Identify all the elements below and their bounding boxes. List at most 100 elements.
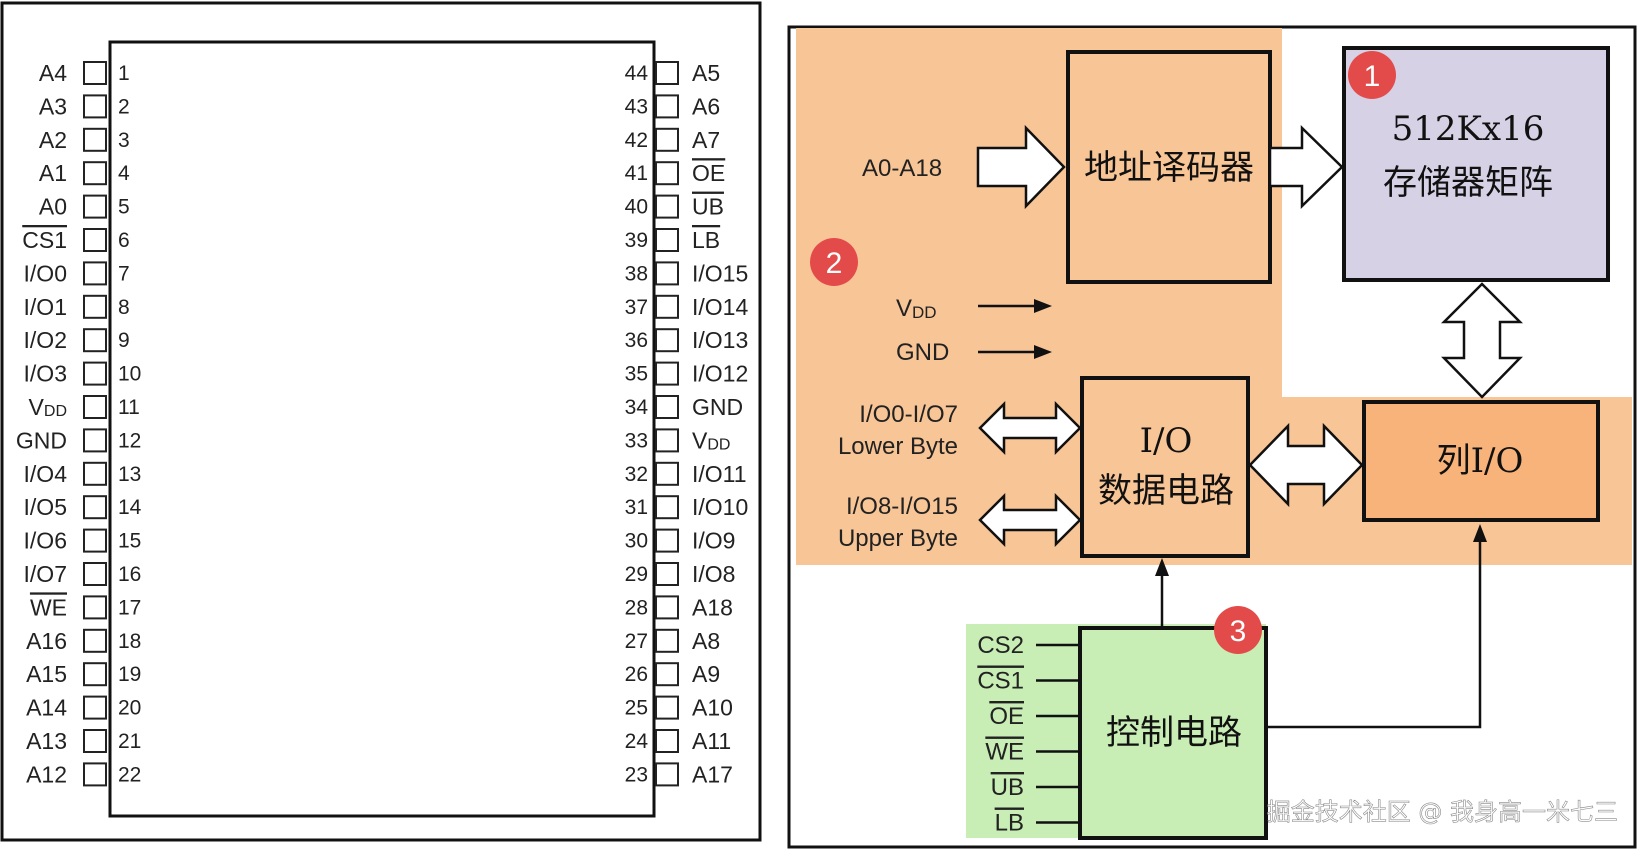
pin-pad-16 <box>83 562 107 586</box>
pin-pad-20 <box>83 695 107 720</box>
pin-pad-6 <box>83 228 107 252</box>
pin-name-sub: DD <box>707 436 730 453</box>
pin-name-24: A11 <box>692 728 731 754</box>
pin-pad-2 <box>83 94 107 119</box>
pin-name-39: LB <box>692 227 720 253</box>
memory-array-size: 512Kx16 <box>1392 109 1545 149</box>
pin-number-3: 3 <box>118 129 130 152</box>
address-input-label: A0-A18 <box>862 155 942 182</box>
memory-column-io-arrow <box>1440 282 1524 399</box>
control-signal-label: CS2 <box>977 632 1024 659</box>
pin-name-3: A2 <box>39 127 67 153</box>
pin-pad-22 <box>83 762 107 787</box>
pin-number-37: 37 <box>625 296 648 319</box>
pin-name-42: A7 <box>692 127 720 153</box>
pin-pad-14 <box>83 495 107 520</box>
control-to-io-arrow-head <box>1155 558 1169 576</box>
column-io-block <box>1362 400 1600 522</box>
pin-number-21: 21 <box>118 730 141 753</box>
pin-pad-24 <box>655 729 679 753</box>
address-decoder-block <box>1066 50 1272 284</box>
pin-number-27: 27 <box>625 630 648 653</box>
pin-name-16: I/O7 <box>24 561 67 587</box>
pin-number-18: 18 <box>118 630 141 653</box>
pin-pad-36 <box>655 328 679 353</box>
pin-number-41: 41 <box>625 162 648 185</box>
gnd-arrow-head <box>1034 345 1052 359</box>
badge-2 <box>810 238 858 286</box>
pin-number-35: 35 <box>625 363 648 386</box>
pin-name-43: A6 <box>692 93 720 119</box>
io-data-circuit-block <box>1080 376 1250 558</box>
pin-name-9: I/O2 <box>24 327 67 353</box>
badge-3 <box>1214 606 1262 654</box>
pin-number-4: 4 <box>118 162 130 185</box>
pin-pad-37 <box>655 294 679 319</box>
memory-array-label: 存储器矩阵 <box>1383 163 1553 203</box>
column-io-label: 列I/O <box>1437 441 1524 481</box>
pin-number-9: 9 <box>118 329 130 352</box>
pin-name-37: I/O14 <box>692 294 748 320</box>
pin-number-1: 1 <box>118 62 130 85</box>
pin-number-32: 32 <box>625 463 648 486</box>
pin-number-5: 5 <box>118 196 130 219</box>
pin-pad-11 <box>83 395 107 419</box>
pin-pad-7 <box>83 261 107 286</box>
pin-number-17: 17 <box>118 596 141 619</box>
pin-name-44: A5 <box>692 60 720 86</box>
io-lower-byte-label: Lower Byte <box>838 433 958 460</box>
pin-number-34: 34 <box>625 396 649 419</box>
pin-name-2: A3 <box>39 93 67 119</box>
control-signal-label: CS1 <box>977 668 1024 695</box>
control-circuit-label: 控制电路 <box>1106 713 1242 753</box>
pin-number-13: 13 <box>118 463 141 486</box>
pin-pad-42 <box>655 127 679 152</box>
pin-number-26: 26 <box>625 663 648 686</box>
pin-pad-4 <box>83 161 107 186</box>
decoder-to-memory-arrow <box>1268 125 1344 209</box>
vdd-label: VDD <box>896 295 937 322</box>
pin-name-28: A18 <box>692 594 733 620</box>
pin-name-sub: DD <box>44 403 67 420</box>
pin-number-19: 19 <box>118 663 141 686</box>
pin-name-15: I/O6 <box>24 528 67 554</box>
pin-name-6: CS1 <box>22 227 67 253</box>
pin-name-23: A17 <box>692 761 733 787</box>
io-upper-range-label: I/O8-I/O15 <box>846 493 958 520</box>
pin-name-26: A9 <box>692 661 720 687</box>
pin-name-32: I/O11 <box>692 461 747 487</box>
pin-pad-25 <box>655 695 679 720</box>
pin-name-4: A1 <box>39 160 67 186</box>
pin-name-main: V <box>29 394 45 420</box>
badge-3-label: 3 <box>1230 615 1247 648</box>
pin-number-44: 44 <box>625 62 649 85</box>
pin-number-12: 12 <box>118 429 141 452</box>
pin-name-36: I/O13 <box>692 327 748 353</box>
pin-pad-12 <box>83 428 107 453</box>
pin-number-6: 6 <box>118 229 130 252</box>
pin-name-20: A14 <box>26 695 67 721</box>
pin-number-31: 31 <box>625 496 648 519</box>
pin-pad-10 <box>83 361 107 386</box>
pin-number-38: 38 <box>625 262 648 285</box>
control-signal-label: LB <box>995 810 1024 837</box>
pin-pad-19 <box>83 662 107 687</box>
io-data-circuit-title: I/O <box>1140 421 1193 461</box>
vdd-arrow-head <box>1034 299 1052 313</box>
pin-pad-39 <box>655 228 679 252</box>
pin-pad-38 <box>655 261 679 286</box>
pin-name-main: V <box>692 427 708 453</box>
pin-pad-28 <box>655 595 679 620</box>
pin-number-28: 28 <box>625 596 648 619</box>
pin-name-29: I/O8 <box>692 561 735 587</box>
pin-name-10: I/O3 <box>24 361 67 387</box>
pin-name-22: A12 <box>26 761 67 787</box>
pin-pad-43 <box>655 94 679 119</box>
pin-number-33: 33 <box>625 429 648 452</box>
pin-name-14: I/O5 <box>24 494 67 520</box>
pin-number-42: 42 <box>625 129 648 152</box>
pin-number-43: 43 <box>625 95 648 118</box>
pin-number-25: 25 <box>625 697 648 720</box>
address-decoder-label: 地址译码器 <box>1084 148 1254 188</box>
address-input-arrow <box>976 124 1066 210</box>
